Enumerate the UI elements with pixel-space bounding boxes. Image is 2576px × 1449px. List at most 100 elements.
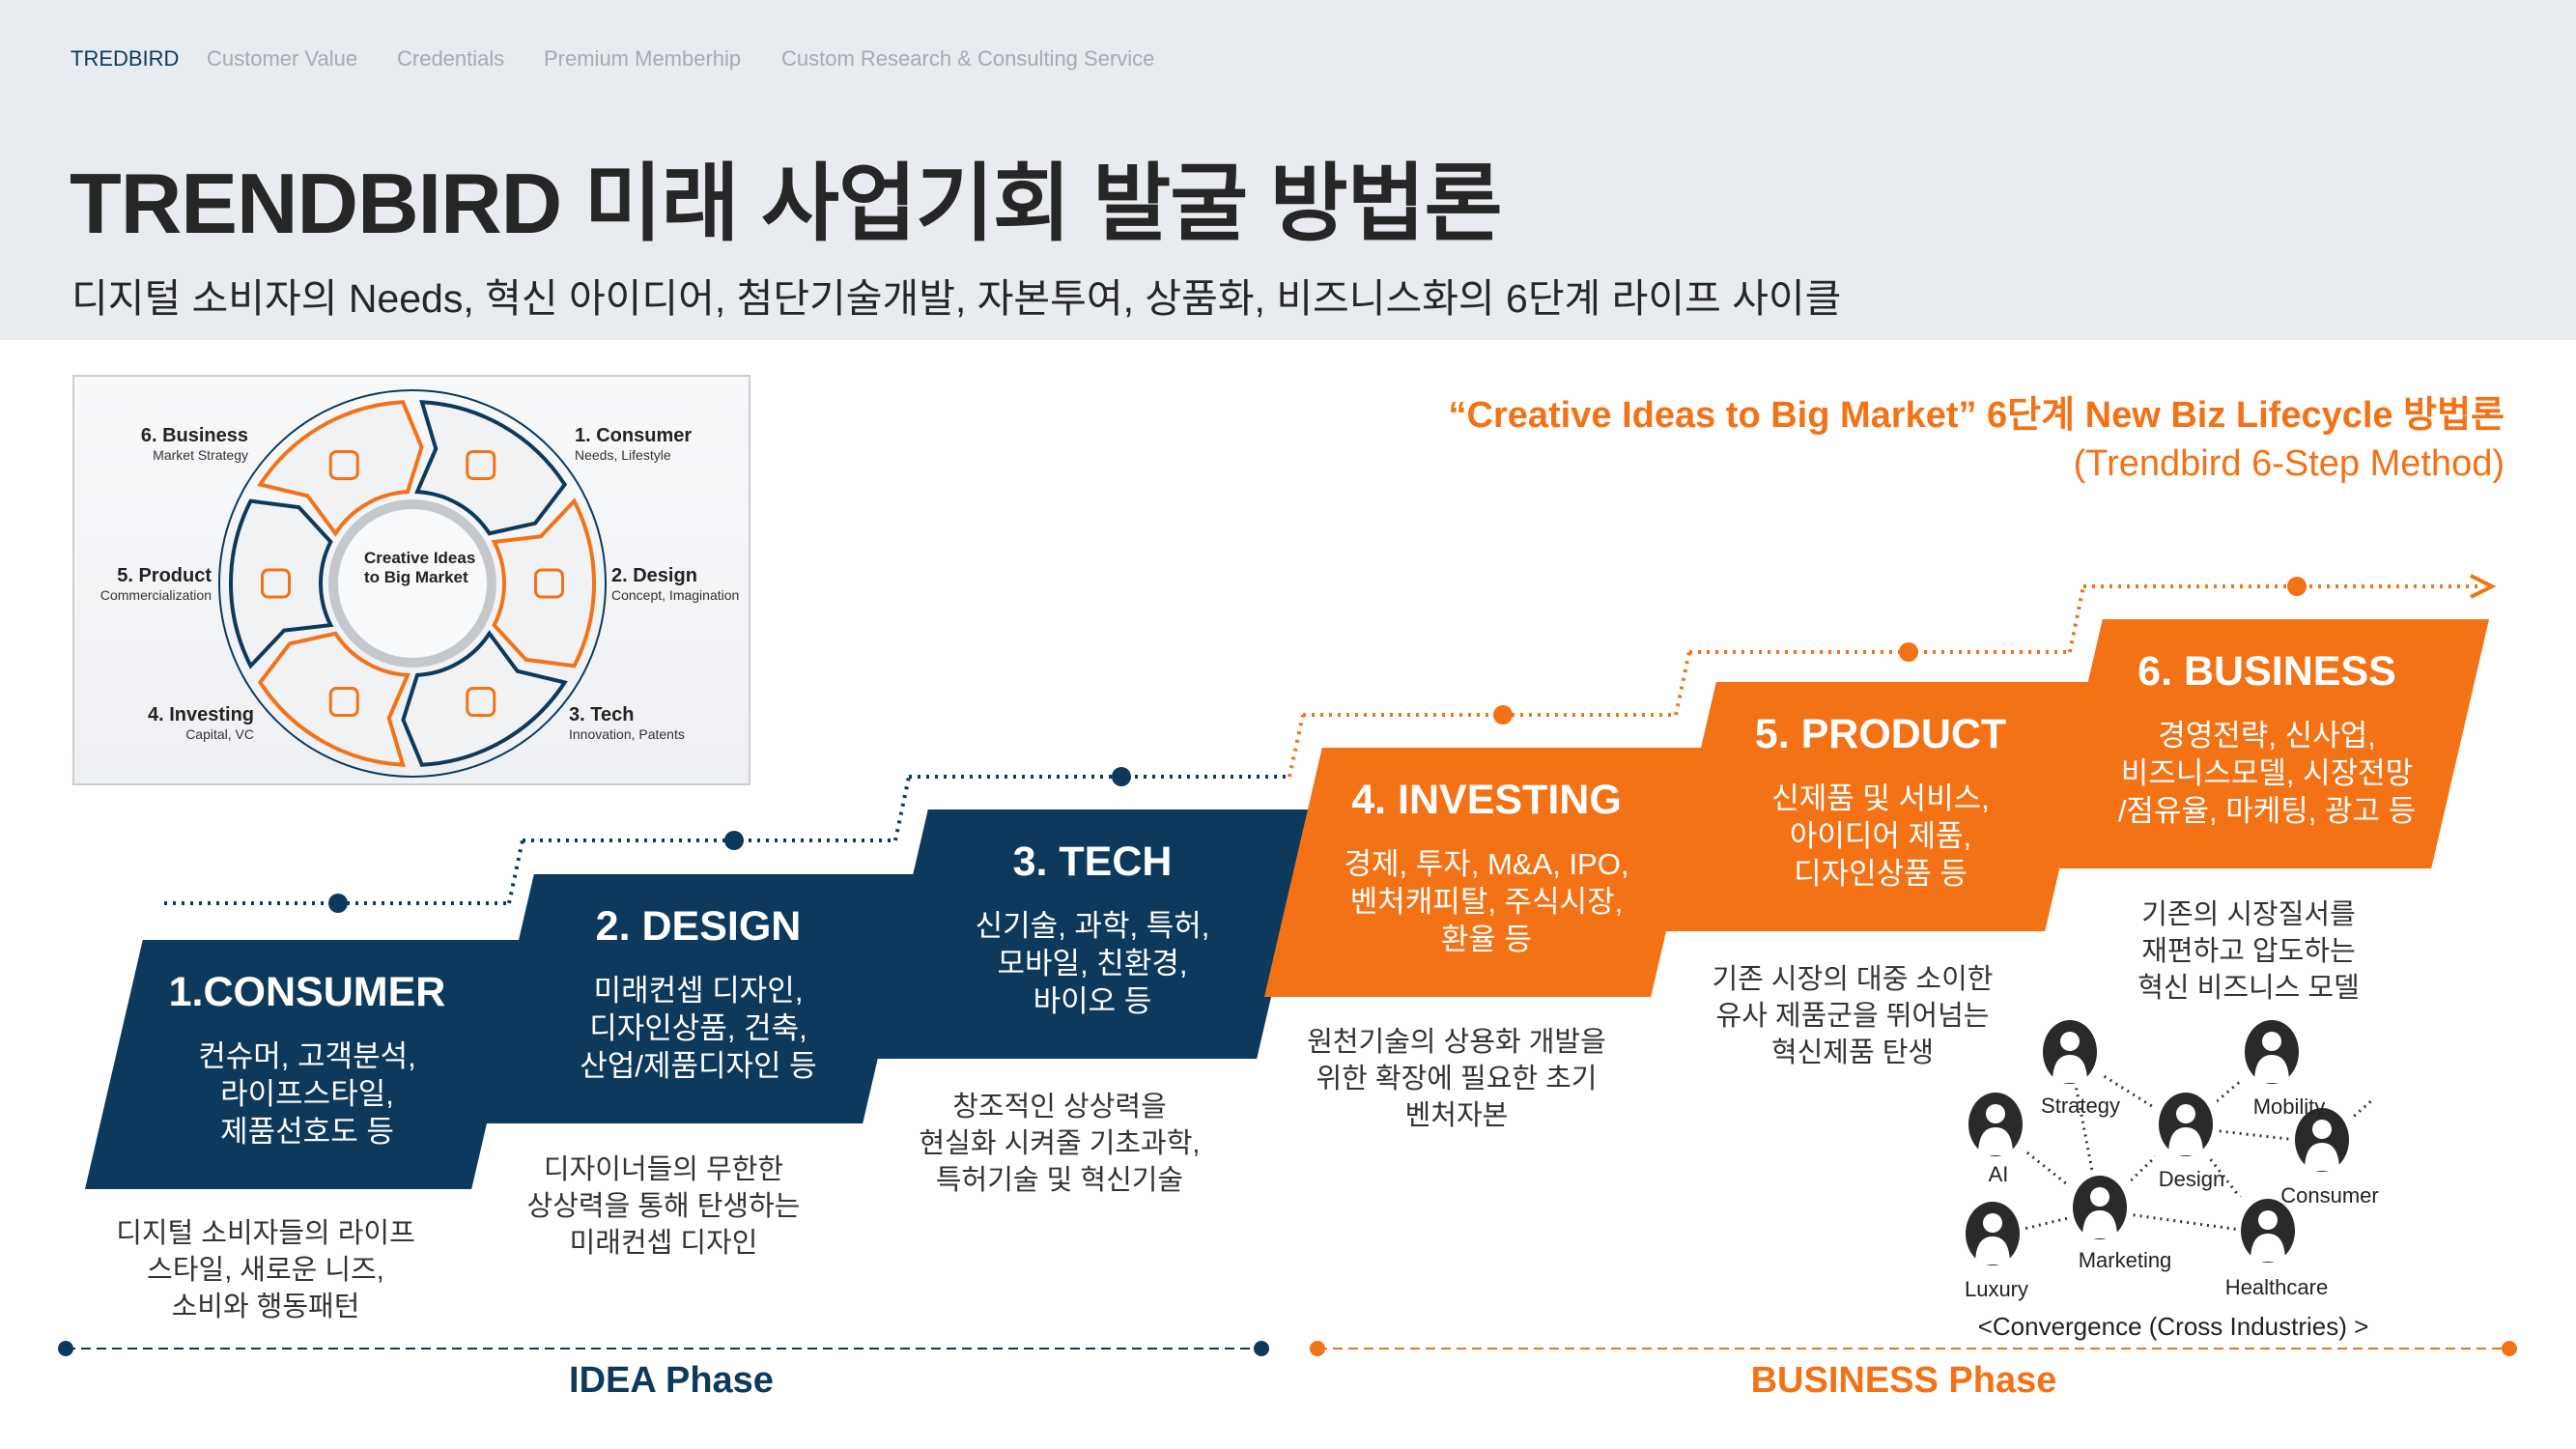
network-node-label: Marketing	[2078, 1248, 2172, 1272]
step-body: 신제품 및 서비스, 아이디어 제품, 디자인상품 등	[1658, 780, 2103, 893]
stair-dot	[724, 831, 744, 850]
step-title: 1.CONSUMER	[168, 969, 446, 1015]
cycle-ring	[218, 389, 607, 778]
network-link	[2069, 1053, 2187, 1129]
step-title: 5. PRODUCT	[1754, 711, 2007, 757]
step-body-line: 비즈니스모델, 시장전망	[2120, 756, 2414, 790]
cycle-segment-design	[491, 497, 596, 668]
network-node-label: AI	[1988, 1162, 2009, 1186]
coins-chart-icon	[328, 687, 359, 718]
step-body-line: 신제품 및 서비스,	[1771, 781, 1990, 815]
description-line: 혁신 비즈니스 모델	[2137, 973, 2360, 1004]
cycle-segment-business	[257, 400, 424, 537]
idea-phase-label: IDEA Phase	[569, 1360, 774, 1401]
description-line: 유사 제품군을 뛰어넘는	[1715, 1001, 1990, 1032]
description-line: 소비와 행동패턴	[171, 1292, 360, 1322]
network-link	[1992, 1208, 2101, 1238]
stair-dot	[1493, 705, 1513, 724]
nav-item-custom-research[interactable]: Custom Research & Consulting Service	[781, 46, 1155, 71]
consumer-gear-icon	[466, 449, 496, 480]
step-body-line: 경제, 투자, M&A, IPO,	[1344, 847, 1629, 881]
description-line: 특허기술 및 혁신기술	[935, 1165, 1184, 1196]
network-node-label: Mobility	[2252, 1094, 2326, 1119]
stair-dot	[2287, 577, 2307, 596]
nav-item-premium-membership[interactable]: Premium Memberhip	[544, 46, 742, 71]
nav-item-customer-value[interactable]: Customer Value	[207, 46, 358, 71]
stair-riser	[1674, 651, 1691, 716]
step-card-business: 6. BUSINESS 경영전략, 신사업,비즈니스모델, 시장전망/점유율, 마…	[2045, 619, 2489, 868]
timeline-endpoint	[2502, 1341, 2517, 1356]
step-body: 컨슈머, 고객분석,라이프스타일,제품선호도 등	[85, 1037, 529, 1151]
nav-item-tredbird[interactable]: TREDBIRD	[71, 46, 180, 71]
network-node-label: Consumer	[2280, 1183, 2379, 1208]
description-line: 위한 확장에 필요한 초기	[1316, 1064, 1598, 1094]
description-line: 현실화 시켜줄 기초과학,	[919, 1128, 1201, 1159]
network-link	[2185, 1125, 2323, 1145]
description-line: 디자이너들의 무한한	[543, 1154, 784, 1185]
method-tagline: “Creative Ideas to Big Market” 6단계 New B…	[1449, 384, 2505, 485]
stair-riser	[507, 839, 524, 904]
description-line: 재편하고 압도하는	[2141, 936, 2356, 967]
description-line: 원천기술의 상용화 개발을	[1307, 1027, 1606, 1058]
stair-riser	[1288, 714, 1305, 778]
step-body-line: 컨슈머, 고객분석,	[198, 1039, 416, 1073]
tagline-title: “Creative Ideas to Big Market” 6단계 New B…	[1448, 395, 2505, 436]
step-body-line: 디자인상품 등	[1794, 857, 1967, 891]
cycle-segment-product	[229, 498, 334, 669]
person-icon	[1962, 1200, 2024, 1267]
business-phase-label: BUSINESS Phase	[1750, 1360, 2057, 1401]
step-card-product: 5. PRODUCT 신제품 및 서비스, 아이디어 제품, 디자인상품 등	[1658, 682, 2103, 931]
step-body-line: 아이디어 제품,	[1789, 819, 1972, 853]
step-body: 경영전략, 신사업,비즈니스모델, 시장전망/점유율, 마케팅, 광고 등	[2045, 717, 2489, 830]
person-icon	[2241, 1018, 2303, 1086]
person-icon	[2155, 1091, 2217, 1158]
person-icon	[2039, 1018, 2101, 1086]
step-body-line: 경영전략, 신사업,	[2158, 719, 2376, 753]
description-line: 기존 시장의 대중 소이한	[1712, 964, 1994, 995]
cycle-outer-arrow	[218, 389, 607, 778]
description-line: 스타일, 새로운 니즈,	[147, 1255, 384, 1286]
timeline-endpoint	[58, 1341, 73, 1356]
step-body: 경제, 투자, M&A, IPO,벤처캐피탈, 주식시장,환율 등	[1264, 845, 1709, 958]
network-node-label: Healthcare	[2224, 1275, 2329, 1299]
nav-item-credentials[interactable]: Credentials	[397, 46, 505, 71]
person-icon	[2069, 1174, 2131, 1241]
step-body: 신기술, 과학, 특허,모바일, 친환경,바이오 등	[870, 907, 1315, 1020]
description-line: 혁신제품 탄생	[1770, 1037, 1935, 1068]
header	[0, 0, 2576, 340]
page-title: TRENDBIRD 미래 사업기회 발굴 방법론	[70, 156, 1503, 251]
timeline-endpoint	[1310, 1341, 1325, 1356]
description-line: 기존의 시장질서를	[2141, 899, 2356, 930]
network-node-label: Design	[2158, 1167, 2225, 1191]
cycle-segment-investing	[257, 631, 411, 767]
step-body-line: 벤처캐피탈, 주식시장,	[1349, 885, 1624, 919]
step-body-line: 모바일, 친환경,	[997, 947, 1188, 980]
cycle-segment-tech	[401, 630, 568, 767]
cycle-center	[328, 499, 496, 668]
description-line: 상상력을 통해 탄생하는	[526, 1191, 801, 1222]
person-icon	[2237, 1197, 2299, 1264]
chip-icon	[466, 687, 496, 718]
stair-riser	[2068, 585, 2085, 653]
network-node-label: Strategy	[2041, 1094, 2120, 1118]
step-title: 6. BUSINESS	[2137, 648, 2396, 695]
step-body: 미래컨셉 디자인,디자인상품, 건축,산업/제품디자인 등	[476, 972, 920, 1085]
tagline-subtitle: (Trendbird 6-Step Method)	[2073, 443, 2505, 484]
timeline-endpoint	[1254, 1341, 1269, 1356]
step-body-line: /점유율, 마케팅, 광고 등	[2117, 794, 2417, 828]
